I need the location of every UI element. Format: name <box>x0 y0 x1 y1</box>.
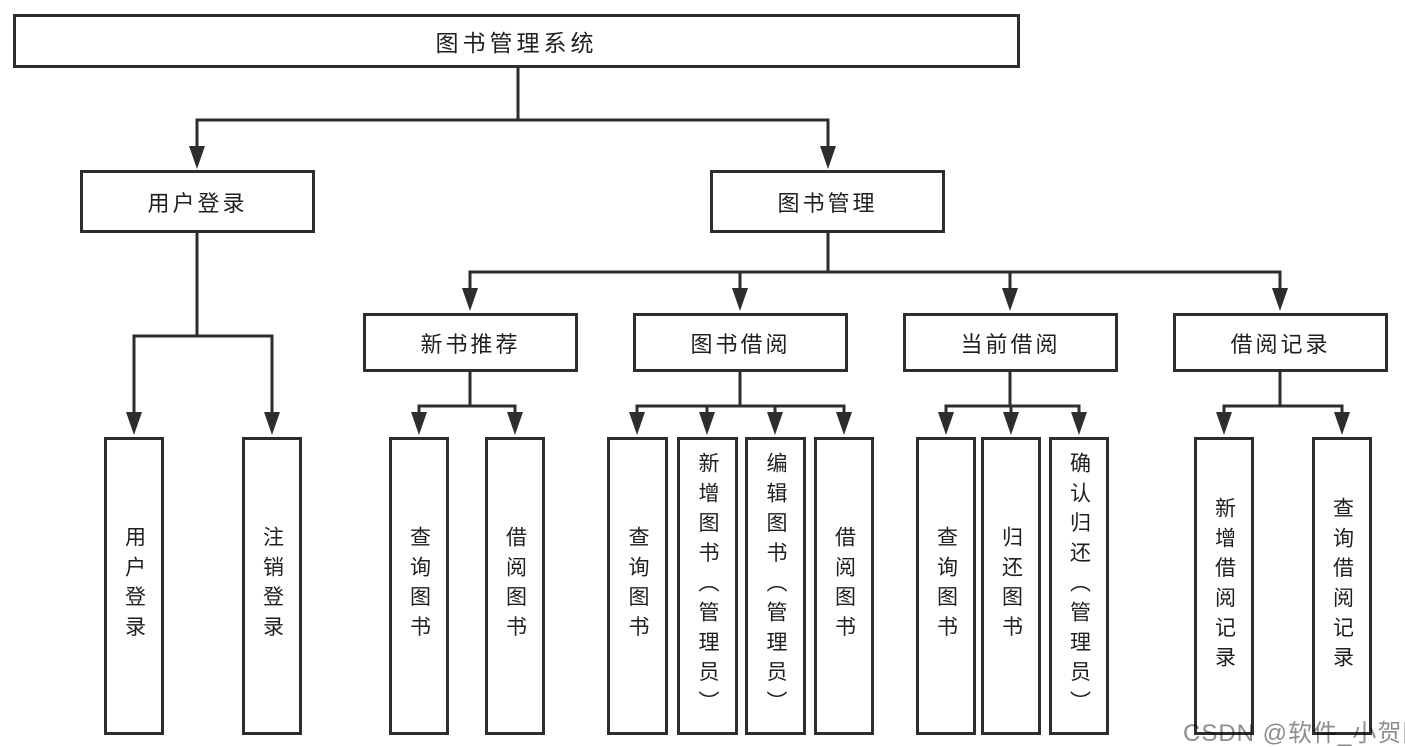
arrow-down-icon <box>1003 412 1019 435</box>
arrow-down-icon <box>1272 288 1288 311</box>
arrow-down-icon <box>507 412 523 435</box>
node-library-system: 图书管理系统 <box>13 14 1020 68</box>
connector-path <box>132 66 1344 417</box>
csdn-watermark: CSDN @软件_小贺同学 <box>1183 720 1405 747</box>
leaf-edit-books-admin: 编辑图书（管理员） <box>745 437 806 735</box>
arrow-down-icon <box>126 412 142 435</box>
arrow-down-icon <box>629 412 645 435</box>
arrow-down-icon <box>699 412 715 435</box>
arrow-down-icon <box>732 288 748 311</box>
leaf-add-borrow-record: 新增借阅记录 <box>1194 437 1254 735</box>
leaf-add-books-admin: 新增图书（管理员） <box>677 437 738 735</box>
arrowheads <box>126 146 1350 435</box>
arrow-down-icon <box>938 412 954 435</box>
arrow-down-icon <box>1216 412 1232 435</box>
arrow-down-icon <box>1071 412 1087 435</box>
leaf-query-books-current: 查询图书 <box>916 437 976 735</box>
leaf-borrow-books: 借阅图书 <box>814 437 874 735</box>
leaf-borrow-books-recommend: 借阅图书 <box>485 437 545 735</box>
arrow-down-icon <box>462 288 478 311</box>
node-new-book-recommend: 新书推荐 <box>363 313 578 372</box>
leaf-query-borrow-record: 查询借阅记录 <box>1312 437 1372 735</box>
node-book-borrow: 图书借阅 <box>633 313 848 372</box>
leaf-query-books-recommend: 查询图书 <box>389 437 449 735</box>
arrow-down-icon <box>1334 412 1350 435</box>
node-user-login: 用户登录 <box>80 170 315 233</box>
leaf-query-books-borrow: 查询图书 <box>607 437 668 735</box>
arrow-down-icon <box>767 412 783 435</box>
arrow-down-icon <box>836 412 852 435</box>
arrow-down-icon <box>264 412 280 435</box>
node-current-borrow: 当前借阅 <box>903 313 1118 372</box>
arrow-down-icon <box>411 412 427 435</box>
arrow-down-icon <box>189 146 205 169</box>
leaf-logout: 注销登录 <box>242 437 302 735</box>
leaf-return-books: 归还图书 <box>981 437 1041 735</box>
leaf-user-login: 用户登录 <box>104 437 164 735</box>
leaf-confirm-return-admin: 确认归还（管理员） <box>1049 437 1109 735</box>
arrow-down-icon <box>820 146 836 169</box>
node-book-management: 图书管理 <box>710 170 945 233</box>
node-borrow-records: 借阅记录 <box>1173 313 1388 372</box>
arrow-down-icon <box>1002 288 1018 311</box>
